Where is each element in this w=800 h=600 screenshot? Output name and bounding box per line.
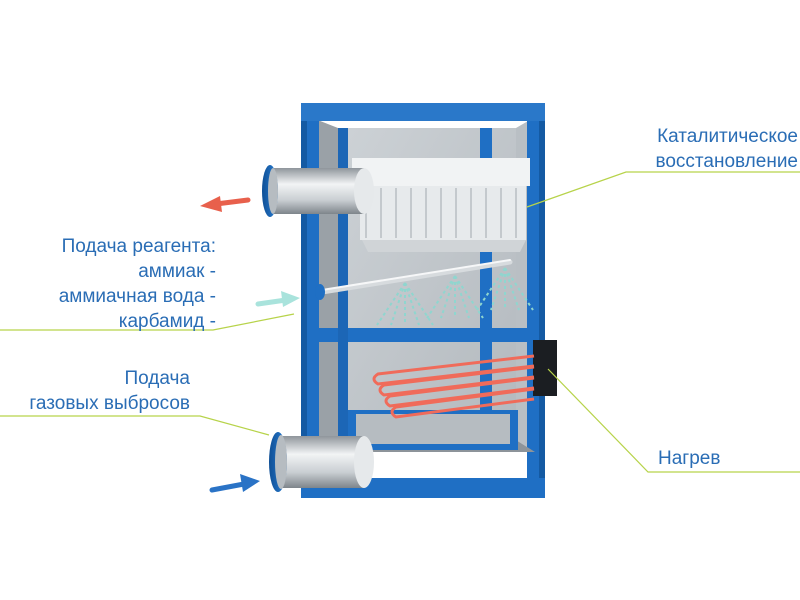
- catalyst-block: [352, 158, 530, 252]
- label-heating-text: Нагрев: [658, 448, 721, 469]
- label-reagent-ammonia: аммиак -: [138, 261, 216, 282]
- label-gas-line2: газовых выбросов: [29, 393, 190, 414]
- leader-gas: [0, 415, 270, 436]
- heater: [372, 340, 557, 419]
- label-gas-line1: Подача: [124, 368, 190, 389]
- label-reagent-title: Подача реагента:: [61, 236, 216, 257]
- label-reagent-ammonia-water: аммиачная вода -: [58, 286, 216, 307]
- gas-inlet-arrow-icon: [209, 474, 260, 493]
- reagent-lance: [315, 259, 513, 300]
- leader-heating: [547, 368, 800, 473]
- exhaust-arrow-icon: [200, 196, 251, 212]
- leader-catalytic: [526, 171, 800, 208]
- label-gas: Подача газовых выбросов: [2, 366, 190, 416]
- reagent-arrow-icon: [255, 291, 300, 307]
- exhaust-pipe: [262, 165, 374, 217]
- reagent-sprays: [376, 267, 534, 326]
- label-reagent-urea: карбамид -: [118, 311, 216, 332]
- label-heating: Нагрев: [658, 446, 778, 471]
- label-reagent: Подача реагента: аммиак - аммиачная вода…: [2, 234, 216, 334]
- leader-reagent: [0, 313, 295, 331]
- label-catalytic: Каталитическое восстановление: [596, 124, 798, 174]
- label-catalytic-line2: восстановление: [655, 151, 798, 172]
- label-catalytic-line1: Каталитическое: [657, 126, 798, 147]
- leader-lines: [0, 171, 800, 473]
- gas-inlet-pipe: [269, 432, 374, 492]
